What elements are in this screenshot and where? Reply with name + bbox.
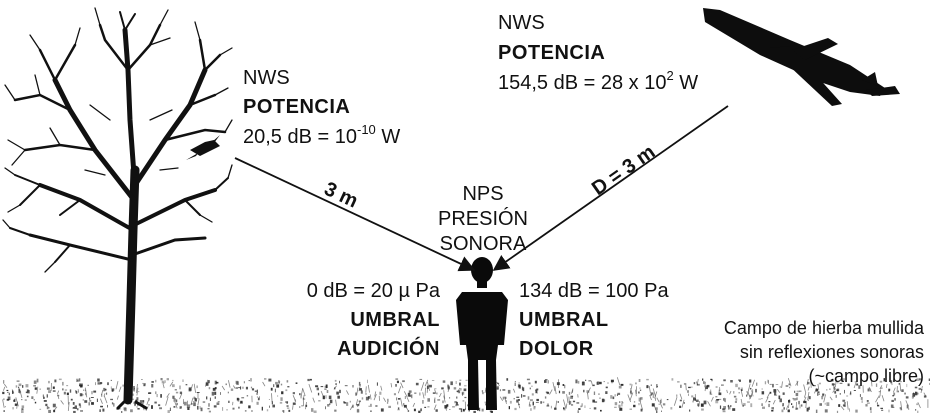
field-note-line-3: (~campo libre) <box>808 366 924 386</box>
plane-source-value-unit: W <box>673 72 699 94</box>
plane-source-tag: NWS <box>498 12 545 34</box>
grass-texture <box>2 377 930 413</box>
plane-source-value: 154,5 dB = 28 x 102 W <box>498 69 699 94</box>
bird-source-tag: NWS <box>243 67 290 89</box>
bird-icon <box>186 135 220 160</box>
bird-arrow <box>234 157 476 272</box>
plane-source-value-exponent: 2 <box>666 68 674 83</box>
hearing-threshold-line-2: AUDICIÓN <box>337 338 440 360</box>
bird-source-value-exponent: -10 <box>356 122 376 137</box>
pain-threshold-line-2: DOLOR <box>519 338 594 360</box>
bird-source-value: 20,5 dB = 10-10 W <box>243 123 401 148</box>
plane-arrow <box>492 105 729 271</box>
listener-line-3: SONORA <box>439 233 527 255</box>
person-icon <box>456 257 508 410</box>
plane-source-label: POTENCIA <box>498 42 606 64</box>
field-note-line-2: sin reflexiones sonoras <box>739 342 924 362</box>
listener-line-2: PRESIÓN <box>437 208 529 230</box>
tree-icon <box>2 7 233 410</box>
bird-source-value-prefix: 20,5 dB = 10 <box>243 126 357 148</box>
airplane-icon <box>703 8 900 106</box>
bird-source-label: POTENCIA <box>243 96 351 118</box>
hearing-threshold-line-1: UMBRAL <box>350 309 440 331</box>
field-note-line-1: Campo de hierba mullida <box>723 318 924 338</box>
pain-threshold-value: 134 dB = 100 Pa <box>519 280 669 302</box>
plane-source-value-prefix: 154,5 dB = 28 x 10 <box>498 72 667 94</box>
pain-threshold-line-1: UMBRAL <box>519 309 609 331</box>
listener-line-1: NPS <box>462 183 504 205</box>
bird-source-value-unit: W <box>375 126 401 148</box>
hearing-threshold-value: 0 dB = 20 µ Pa <box>306 280 440 302</box>
